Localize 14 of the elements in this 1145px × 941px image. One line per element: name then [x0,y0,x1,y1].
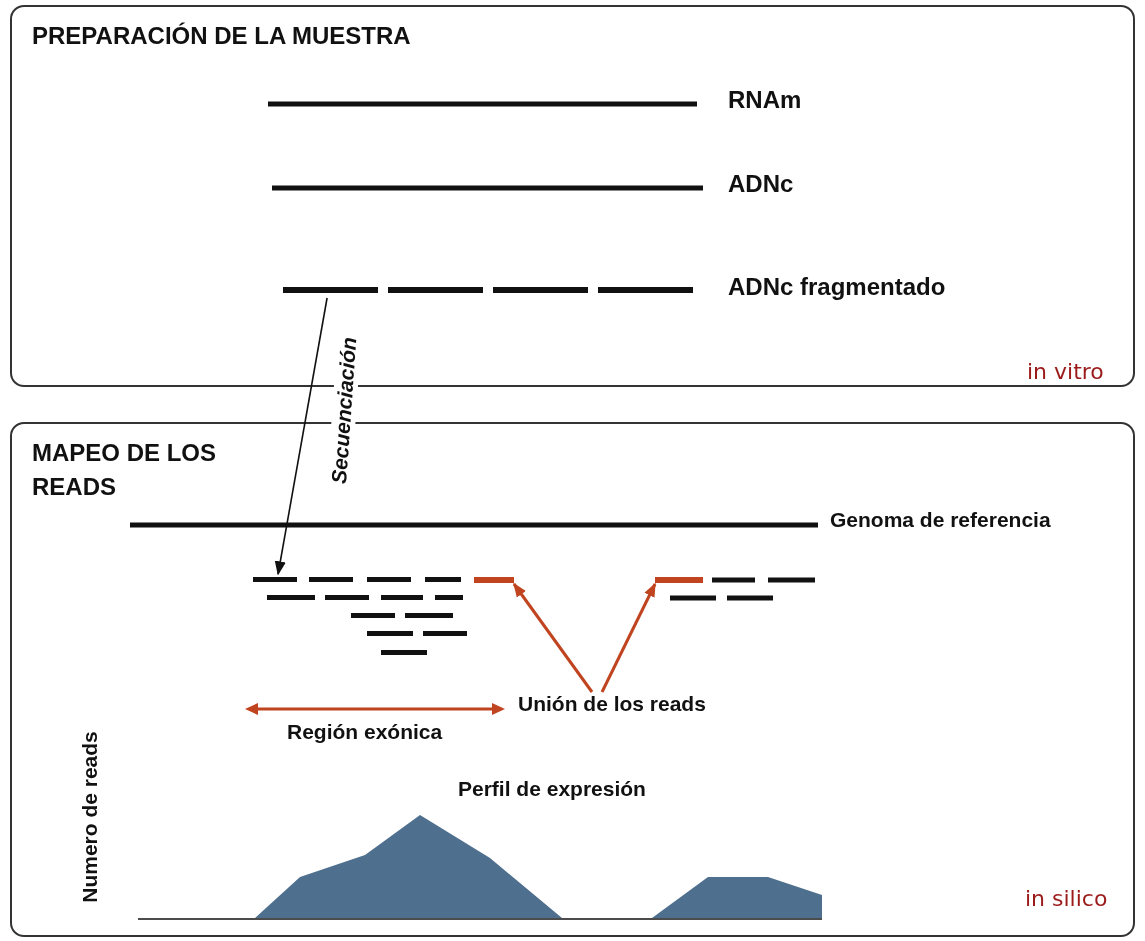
annotation-text: Unión de los reads [518,692,763,726]
panel-heading: PREPARACIÓN DE LA MUESTRA [32,21,412,51]
label: Perfil de expresión [458,777,646,801]
panel-tag: in silico [1025,886,1108,911]
label: ADNc fragmentado [728,273,946,301]
label: ADNc [728,170,794,198]
panel-heading: MAPEO DE LOS READS [32,438,218,502]
label: Región exónica [287,720,443,744]
panel-tag: in vitro [1027,359,1104,384]
read-bar [655,576,703,584]
label: Genoma de referencia [830,508,1051,532]
label: RNAm [728,86,802,114]
axis-label: Numero de reads [78,730,102,905]
read-bar [474,576,514,584]
